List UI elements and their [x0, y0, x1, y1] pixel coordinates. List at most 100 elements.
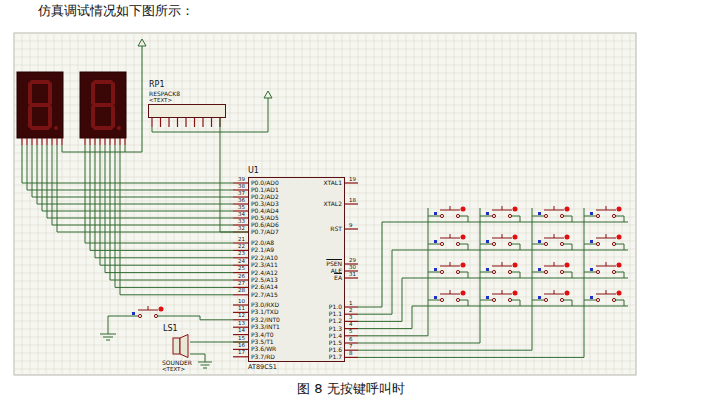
display-pin: [94, 138, 95, 145]
push-button-symbol: [434, 290, 466, 302]
part-value: SOUNDER: [162, 360, 192, 366]
pin-name: P2.3/A11: [251, 262, 278, 268]
button-indicator: [132, 312, 135, 315]
push-button-symbol: [486, 262, 518, 274]
pin-name: P1.5: [329, 340, 342, 346]
pin-number: 25: [238, 266, 245, 272]
chip-pin: [233, 356, 248, 357]
chip-pin: [345, 203, 358, 204]
button-indicator: [461, 291, 466, 296]
pin-name: P2.0/A8: [251, 240, 274, 246]
button-contact: [456, 270, 459, 273]
pin-name: P3.2/INT0: [251, 317, 280, 323]
button-indicator: [565, 263, 570, 268]
pin-name: P2.7/A15: [251, 292, 278, 298]
resistor-pack-pin: [202, 118, 203, 127]
button-indicator: [486, 212, 489, 215]
resistor-pack-pin: [185, 118, 186, 127]
button-indicator: [513, 263, 518, 268]
pin-number: 33: [238, 219, 245, 225]
button-indicator: [513, 291, 518, 296]
chip-pin: [345, 277, 358, 278]
button-indicator: [538, 240, 541, 243]
pin-number: 5: [349, 329, 353, 335]
button-contact: [596, 270, 599, 273]
button-contact: [456, 298, 459, 301]
pin-number: 19: [349, 177, 356, 183]
pin-name: P2.6/A14: [251, 284, 278, 290]
button-actuator: [440, 290, 460, 294]
pin-number: 12: [238, 313, 245, 319]
pin-number: 6: [349, 337, 353, 343]
button-actuator: [596, 206, 616, 210]
grid-lines: [14, 33, 636, 375]
display-segment: [95, 103, 111, 107]
display-segment: [32, 103, 48, 107]
button-actuator: [544, 290, 564, 294]
sounder-body: [173, 338, 180, 354]
button-indicator: [617, 263, 622, 268]
resistor-pack-pin: [211, 118, 212, 127]
pin-number: 36: [238, 198, 245, 204]
push-button-symbol: [538, 234, 570, 246]
button-contact: [154, 314, 157, 317]
push-button-symbol: [538, 206, 570, 218]
part-reference: LS1: [163, 325, 178, 333]
button-indicator: [513, 207, 518, 212]
sheet-background: [14, 33, 636, 375]
button-indicator: [461, 235, 466, 240]
pin-number: 39: [238, 177, 245, 183]
push-button-symbol: [486, 290, 518, 302]
push-button-symbol: [486, 206, 518, 218]
button-indicator: [617, 207, 622, 212]
circuit-wires: [22, 46, 628, 362]
pin-number: 2: [349, 308, 353, 314]
button-actuator: [492, 234, 512, 238]
button-actuator: [492, 290, 512, 294]
push-button-symbol: [590, 234, 622, 246]
button-indicator: [461, 207, 466, 212]
button-indicator: [434, 212, 437, 215]
button-indicator: [434, 240, 437, 243]
button-contact: [560, 242, 563, 245]
pin-name: RST: [330, 226, 342, 232]
pin-name: P0.4/AD4: [251, 208, 279, 214]
display-segment: [48, 84, 52, 103]
pin-number: 15: [238, 336, 245, 342]
button-contact: [440, 298, 443, 301]
pin-name: P3.4/T0: [251, 332, 274, 338]
pin-number: 16: [238, 343, 245, 349]
display-segment: [32, 126, 48, 130]
display-pin: [46, 138, 47, 145]
pin-name: P1.0: [329, 304, 342, 310]
sounder-outline: [172, 334, 190, 358]
resistor-pack-pin: [177, 118, 178, 127]
button-contact: [440, 214, 443, 217]
display-pin: [114, 138, 115, 145]
button-indicator: [590, 240, 593, 243]
button-contact: [492, 298, 495, 301]
pin-name: EA: [334, 275, 342, 281]
button-indicator: [538, 212, 541, 215]
button-indicator: [590, 296, 593, 299]
display-segment: [95, 80, 111, 84]
display-segment: [111, 84, 115, 103]
button-indicator: [565, 235, 570, 240]
button-contact: [612, 298, 615, 301]
part-reference: U1: [248, 167, 259, 175]
button-contact: [596, 298, 599, 301]
display-pin: [84, 138, 85, 145]
pin-number: 26: [238, 274, 245, 280]
pin-name: P0.7/AD7: [251, 229, 279, 235]
button-contact: [508, 214, 511, 217]
figure-caption: 图 8 无按键呼叫时: [297, 382, 405, 395]
button-actuator: [544, 262, 564, 266]
display-pin: [36, 138, 37, 145]
pin-name: P3.3/INT1: [251, 324, 280, 330]
pin-name: P1.4: [329, 333, 342, 339]
display-segment: [111, 107, 115, 126]
pin-name: P0.5/AD5: [251, 215, 279, 221]
button-indicator: [590, 212, 593, 215]
